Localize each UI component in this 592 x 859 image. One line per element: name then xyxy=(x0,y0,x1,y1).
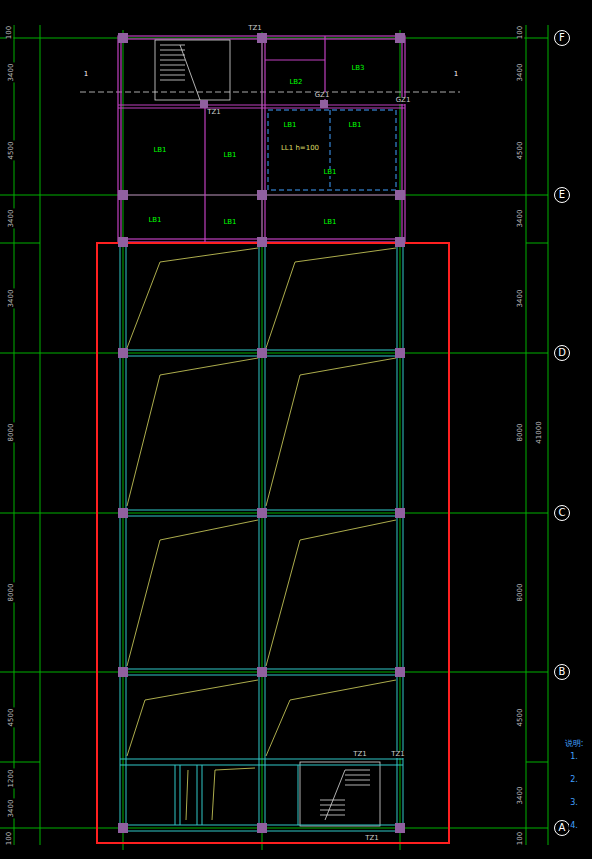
grid-bubble: F xyxy=(554,30,570,46)
slab-tag: LB1 xyxy=(322,169,337,176)
dimension: 1200 xyxy=(8,768,15,788)
dimension: 100 xyxy=(6,830,13,845)
note-item: 4. xyxy=(569,822,579,830)
grid-bubble: C xyxy=(554,505,570,521)
dimension: 41000 xyxy=(536,420,543,444)
column-tag: TZ1 xyxy=(352,751,368,758)
dimension: 4500 xyxy=(8,140,15,160)
dimension: 3400 xyxy=(517,785,524,805)
grid-letter: B xyxy=(559,667,566,677)
beam-tag: LL1 h=100 xyxy=(280,145,320,152)
column-tag: GZ1 xyxy=(395,97,412,104)
dimension: 8000 xyxy=(8,582,15,602)
column-tag: TZ1 xyxy=(206,109,222,116)
dimension: 3400 xyxy=(517,208,524,228)
section-mark: 1 xyxy=(453,71,459,78)
beam-tag: TZ1 xyxy=(247,25,263,32)
dimension: 3400 xyxy=(8,62,15,82)
section-mark: 1 xyxy=(83,71,89,78)
slab-tag: LB1 xyxy=(152,147,167,154)
slab-tag: LB1 xyxy=(347,122,362,129)
slab-tag: LB3 xyxy=(350,65,365,72)
grid-bubble: B xyxy=(554,664,570,680)
grid-letter: D xyxy=(558,348,566,358)
dimension: 3400 xyxy=(8,208,15,228)
dimension: 8000 xyxy=(8,422,15,442)
dimension: 3400 xyxy=(8,288,15,308)
note-item: 3. xyxy=(569,799,579,807)
dimension: 8000 xyxy=(517,582,524,602)
dimension: 100 xyxy=(518,830,525,845)
slab-tag: LB2 xyxy=(288,79,303,86)
column-tag: TZ1 xyxy=(390,751,406,758)
slab-tag: LB1 xyxy=(222,219,237,226)
slab-tag: LB1 xyxy=(282,122,297,129)
slab-tag: LB1 xyxy=(222,152,237,159)
grid-letter: E xyxy=(559,190,565,200)
notes-heading: 说明: xyxy=(564,740,585,748)
dimension: 8000 xyxy=(517,422,524,442)
slab-tag: LB1 xyxy=(322,219,337,226)
grid-bubble: D xyxy=(554,345,570,361)
column-tag: TZ1 xyxy=(364,835,380,842)
dimension: 100 xyxy=(518,24,525,39)
grid-bubble: E xyxy=(554,187,570,203)
grid-letter: A xyxy=(559,823,566,833)
grid-letter: F xyxy=(559,33,565,43)
grid-bubble: A xyxy=(554,820,570,836)
column-tag: GZ1 xyxy=(314,92,331,99)
dimension: 3400 xyxy=(8,798,15,818)
dimension: 4500 xyxy=(517,707,524,727)
note-item: 1. xyxy=(569,753,579,761)
dimension: 4500 xyxy=(517,140,524,160)
dimension: 3400 xyxy=(517,62,524,82)
grid-letter: C xyxy=(559,508,566,518)
dimension: 100 xyxy=(6,24,13,39)
note-item: 2. xyxy=(569,776,579,784)
dimension: 4500 xyxy=(8,707,15,727)
slab-tag: LB1 xyxy=(147,217,162,224)
dimension: 3400 xyxy=(517,288,524,308)
